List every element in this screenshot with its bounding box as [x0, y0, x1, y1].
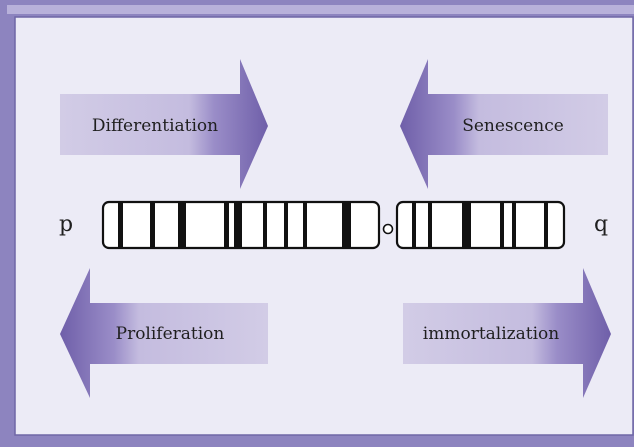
chromosome-band [118, 203, 123, 247]
senescence-arrow: Senescence [400, 59, 608, 189]
inner-panel-border [14, 16, 634, 436]
chromosome-band [178, 203, 186, 247]
q-arm-label: q [594, 212, 608, 237]
chromosome-band [462, 203, 471, 247]
chromosome-band [150, 203, 155, 247]
centromere [382, 223, 394, 235]
q-arm-outline [395, 200, 566, 250]
differentiation-arrow: Differentiation [60, 59, 268, 189]
chromosome-band [284, 203, 288, 247]
proliferation-label: Proliferation [116, 324, 225, 344]
chromosome-band [428, 203, 432, 247]
immortalization-arrow-shape [403, 268, 611, 398]
chromosome-band [544, 203, 548, 247]
immortalization-arrow: immortalization [403, 268, 611, 398]
chromosome-band [263, 203, 267, 247]
frame-top-highlight [7, 5, 634, 14]
chromosome-p-arm [101, 200, 381, 250]
p-arm-label: p [59, 212, 73, 237]
chromosome-band [412, 203, 416, 247]
chromosome-band [512, 203, 516, 247]
proliferation-arrow: Proliferation [60, 268, 268, 398]
chromosome-band [303, 203, 307, 247]
senescence-label: Senescence [462, 116, 564, 136]
immortalization-label: immortalization [423, 324, 559, 344]
differentiation-arrow-shape [60, 59, 268, 189]
chromosome-band [500, 203, 504, 247]
chromosome-band [234, 203, 242, 247]
chromosome-band [342, 203, 351, 247]
chromosome [101, 200, 566, 250]
senescence-arrow-shape [400, 59, 608, 189]
chromosome-q-arm [395, 200, 566, 250]
differentiation-label: Differentiation [92, 116, 218, 136]
proliferation-arrow-shape [60, 268, 268, 398]
chromosome-band [224, 203, 229, 247]
